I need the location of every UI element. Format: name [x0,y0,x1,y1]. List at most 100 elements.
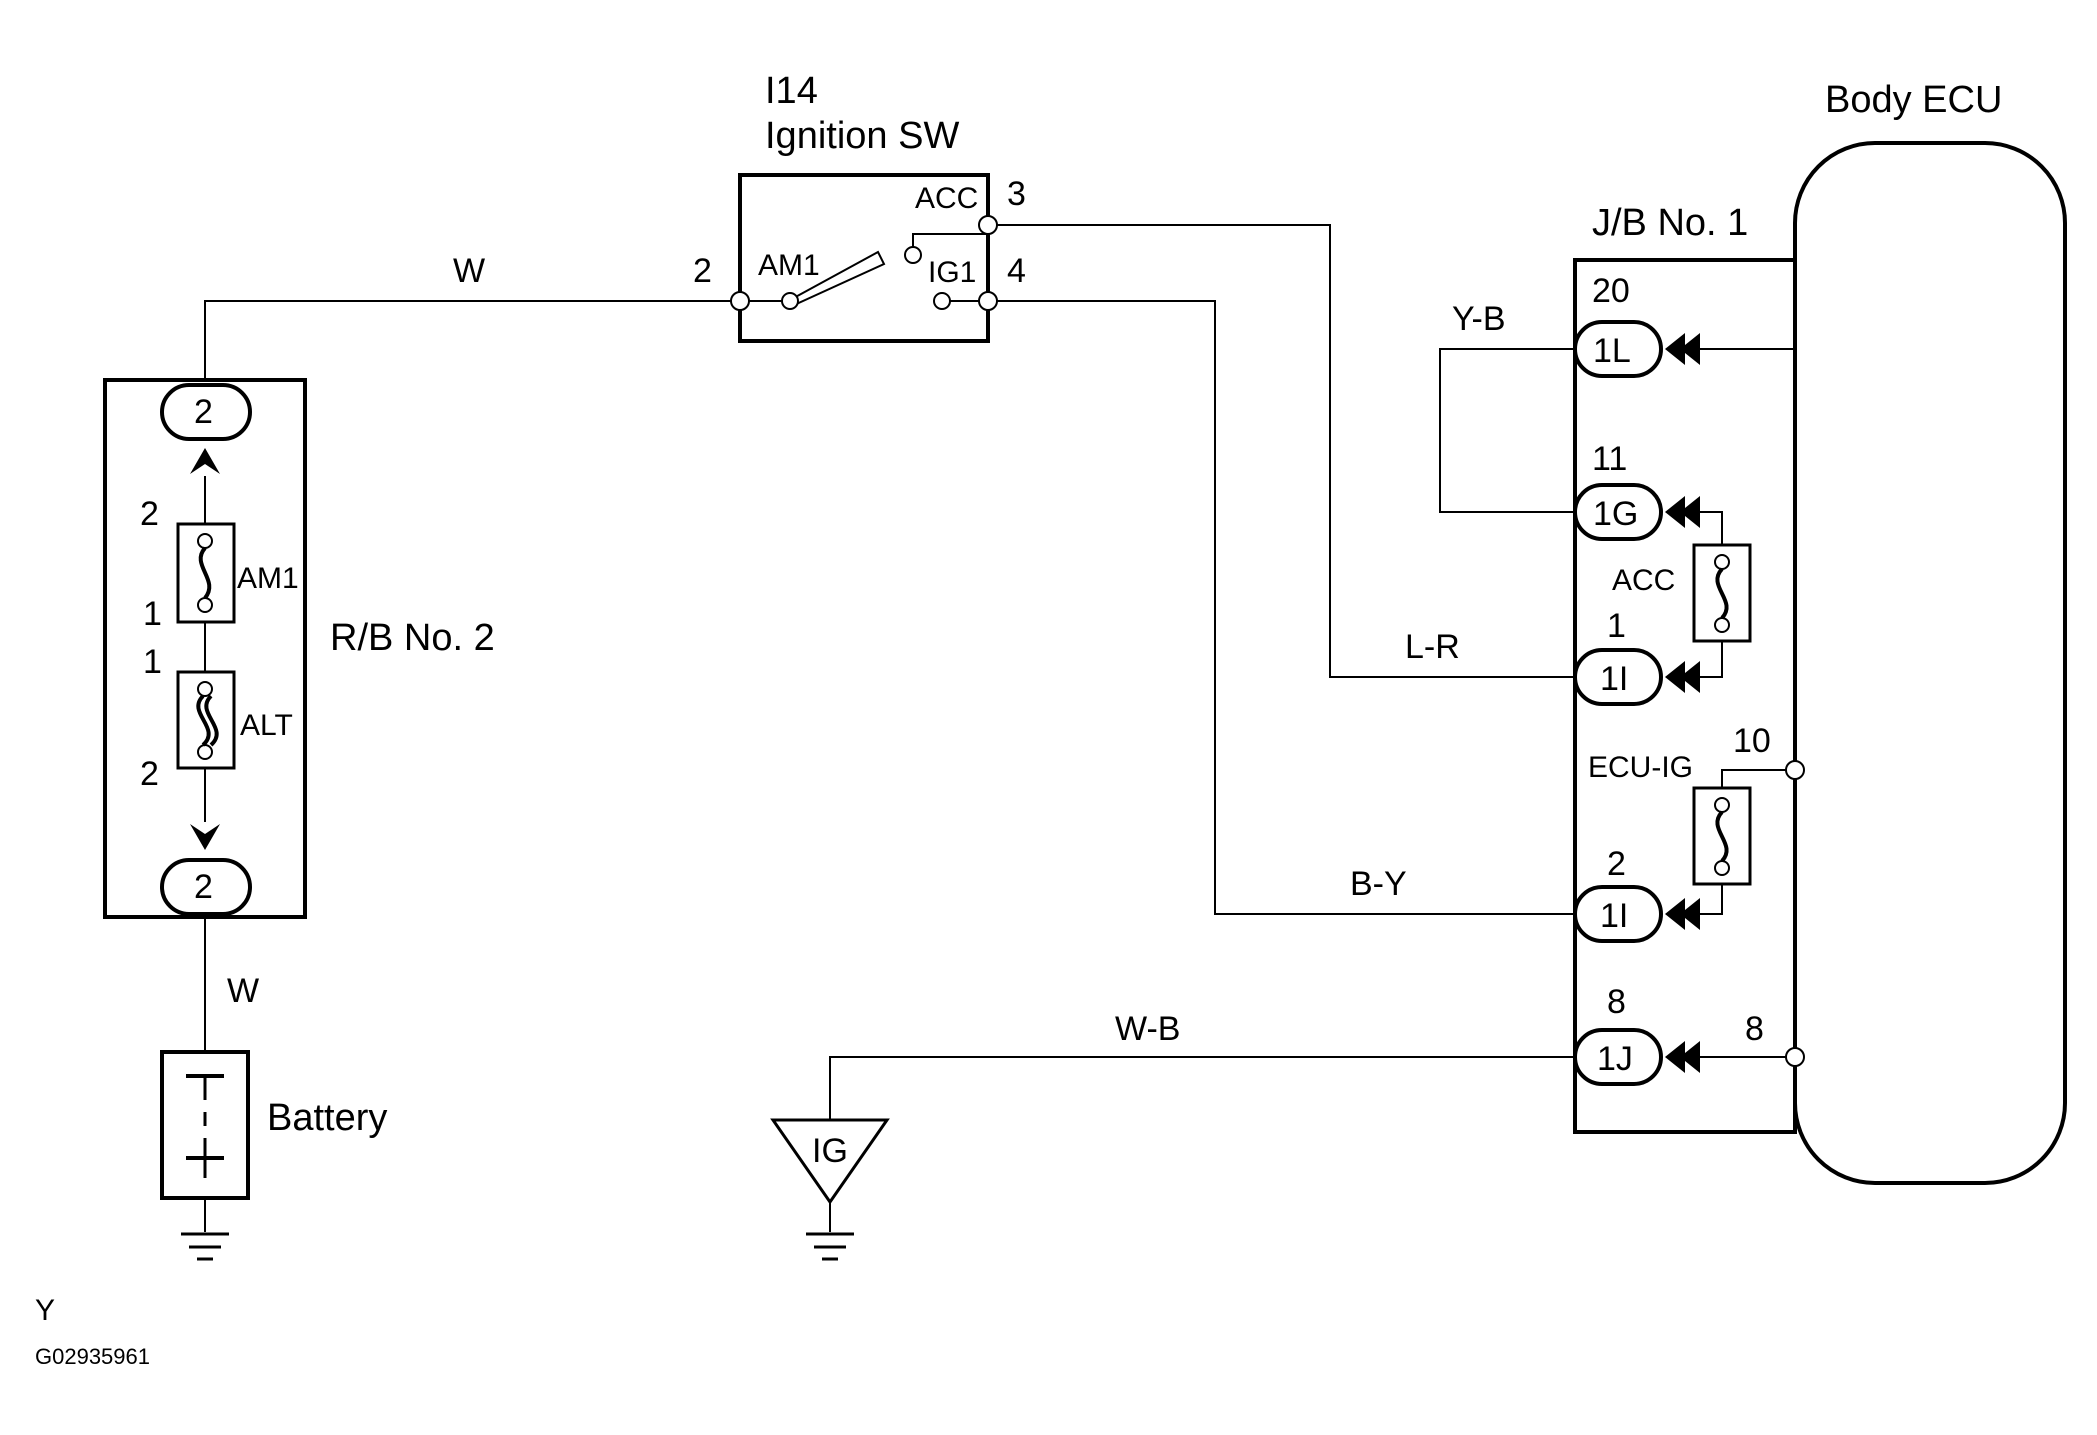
rb-arrow-up-icon [190,448,220,474]
wire-w-b [829,1056,1575,1120]
jb-connector-1j [1573,1028,1663,1086]
am1-fuse-element [198,546,212,600]
jb-arrow-1i-b-icon-2 [1680,898,1700,930]
acc-fuse-terminal-bottom [1714,617,1730,633]
jb-arrow-1l-icon-2 [1680,333,1700,365]
junction-block-box [1573,258,1797,1134]
footer-id: G02935961 [35,1344,150,1369]
ecu-ig-fuse-terminal-top [1714,797,1730,813]
ig-ground [770,1118,890,1261]
rb-connector-top [160,383,252,441]
ignition-acc-label: ACC [915,182,978,215]
footer-code: Y [35,1294,55,1327]
body-ecu-title: Body ECU [1825,79,2002,121]
wire-label-w-top: W [453,252,485,290]
jb-conn-1l-label: 1L [1593,332,1631,370]
acc-contact [904,246,922,264]
jb-arrow-1i-a-icon [1665,661,1685,693]
ig-ground-triangle-icon [770,1118,890,1205]
am1-bottom-pin: 1 [143,595,162,633]
ignition-switch-id: I14 [765,70,818,112]
jb-connector-1l [1573,320,1663,378]
acc-fuse-terminal-top [1714,554,1730,570]
am1-contact [781,292,799,310]
ignition-pin-3: 3 [1007,175,1026,213]
jb-arrow-1i-b-icon [1665,898,1685,930]
jb-arrow-1g-icon-2 [1680,496,1700,528]
wire-label-w-bottom: W [227,972,259,1010]
jb-pin-2: 2 [1607,845,1626,883]
jb-1i-b-internal-wire [1700,884,1723,915]
acc-fuse-element [1715,567,1729,620]
jb-1i-a-internal-wire [1700,641,1723,678]
ignition-am1-label: AM1 [758,249,820,282]
rb-connector-bottom [160,858,252,916]
rb-fuse-alt-label: ALT [240,709,293,742]
wires [204,224,1575,1232]
relay-block-title: R/B No. 2 [330,617,495,659]
jb-fuse-ecu-ig-label: ECU-IG [1588,751,1693,784]
jb-ecu-ig-top-wire [1721,769,1795,788]
ecu-ig-fuse-terminal-bottom [1714,860,1730,876]
rb-conn-top-pin: 2 [194,393,213,431]
jb-arrow-1j-icon [1665,1041,1685,1073]
ig1-contact [933,292,951,310]
jb-conn-1g-label: 1G [1593,495,1638,533]
jb-connector-1i-a [1573,648,1663,706]
battery-label: Battery [267,1097,387,1139]
jb-conn-1i-b-label: 1I [1600,897,1628,935]
ecu-pin-8: 8 [1745,1010,1764,1048]
jb-arrow-1j-icon-2 [1680,1041,1700,1073]
am1-fuse-terminal-top [197,533,213,549]
wire-label-w-b: W-B [1115,1010,1180,1048]
jb-arrow-1i-a-icon-2 [1680,661,1700,693]
ignition-ig1-label: IG1 [928,256,976,289]
jb-fuse-acc-label: ACC [1612,564,1675,597]
wire-w-top [204,300,740,382]
alt-fuse-element-b [204,694,219,747]
junction-block [1573,258,1805,1134]
acc-lead [912,225,989,255]
wire-b-y [988,300,1575,915]
jb-conn-1i-a-label: 1I [1600,660,1628,698]
ecu-pin-8-terminal [1785,1047,1805,1067]
ignition-pin-2-terminal [730,291,750,311]
am1-fuse-terminal-bottom [197,597,213,613]
wire-label-l-r: L-R [1405,628,1460,666]
alt-fuse-terminal-top [197,681,213,697]
wire-y-b [1439,348,1575,513]
alt-fuse-element-a [196,694,211,747]
jb-pin-20: 20 [1592,272,1630,310]
jb-arrow-1l-icon [1665,333,1685,365]
ecu-pin-10: 10 [1733,722,1771,760]
battery-ground-icon [181,1232,229,1261]
ecu-pin-10-terminal [1785,760,1805,780]
battery [160,1050,250,1200]
wire-label-b-y: B-Y [1350,865,1407,903]
rb-arrow-down-icon [190,824,220,850]
relay-block [103,378,307,919]
body-ecu-box [1793,141,2067,1185]
jb-connector-1i-b [1573,885,1663,943]
wire-label-y-b: Y-B [1452,300,1506,338]
relay-block-box [103,378,307,919]
jb-pin-11: 11 [1592,440,1627,478]
rb-conn-bottom-pin: 2 [194,868,213,906]
battery-box [160,1050,250,1200]
wire-l-r [988,224,1575,678]
am1-top-pin: 2 [140,495,159,533]
ignition-pin-4-terminal [978,291,998,311]
jb-arrow-1g-icon [1665,496,1685,528]
jb-conn-1j-label: 1J [1597,1040,1633,1078]
jb-connector-1g [1573,483,1663,541]
jb-pin-8-left: 8 [1607,983,1626,1021]
ig-ground-label: IG [812,1132,848,1170]
junction-block-title: J/B No. 1 [1592,202,1748,244]
ignition-switch-box [738,173,990,343]
alt-top-pin: 1 [143,643,162,681]
ecu-ig-fuse-element [1715,810,1729,863]
jb-1g-internal-wire [1700,511,1723,545]
ignition-pin-4: 4 [1007,252,1026,290]
ignition-switch [730,173,998,343]
